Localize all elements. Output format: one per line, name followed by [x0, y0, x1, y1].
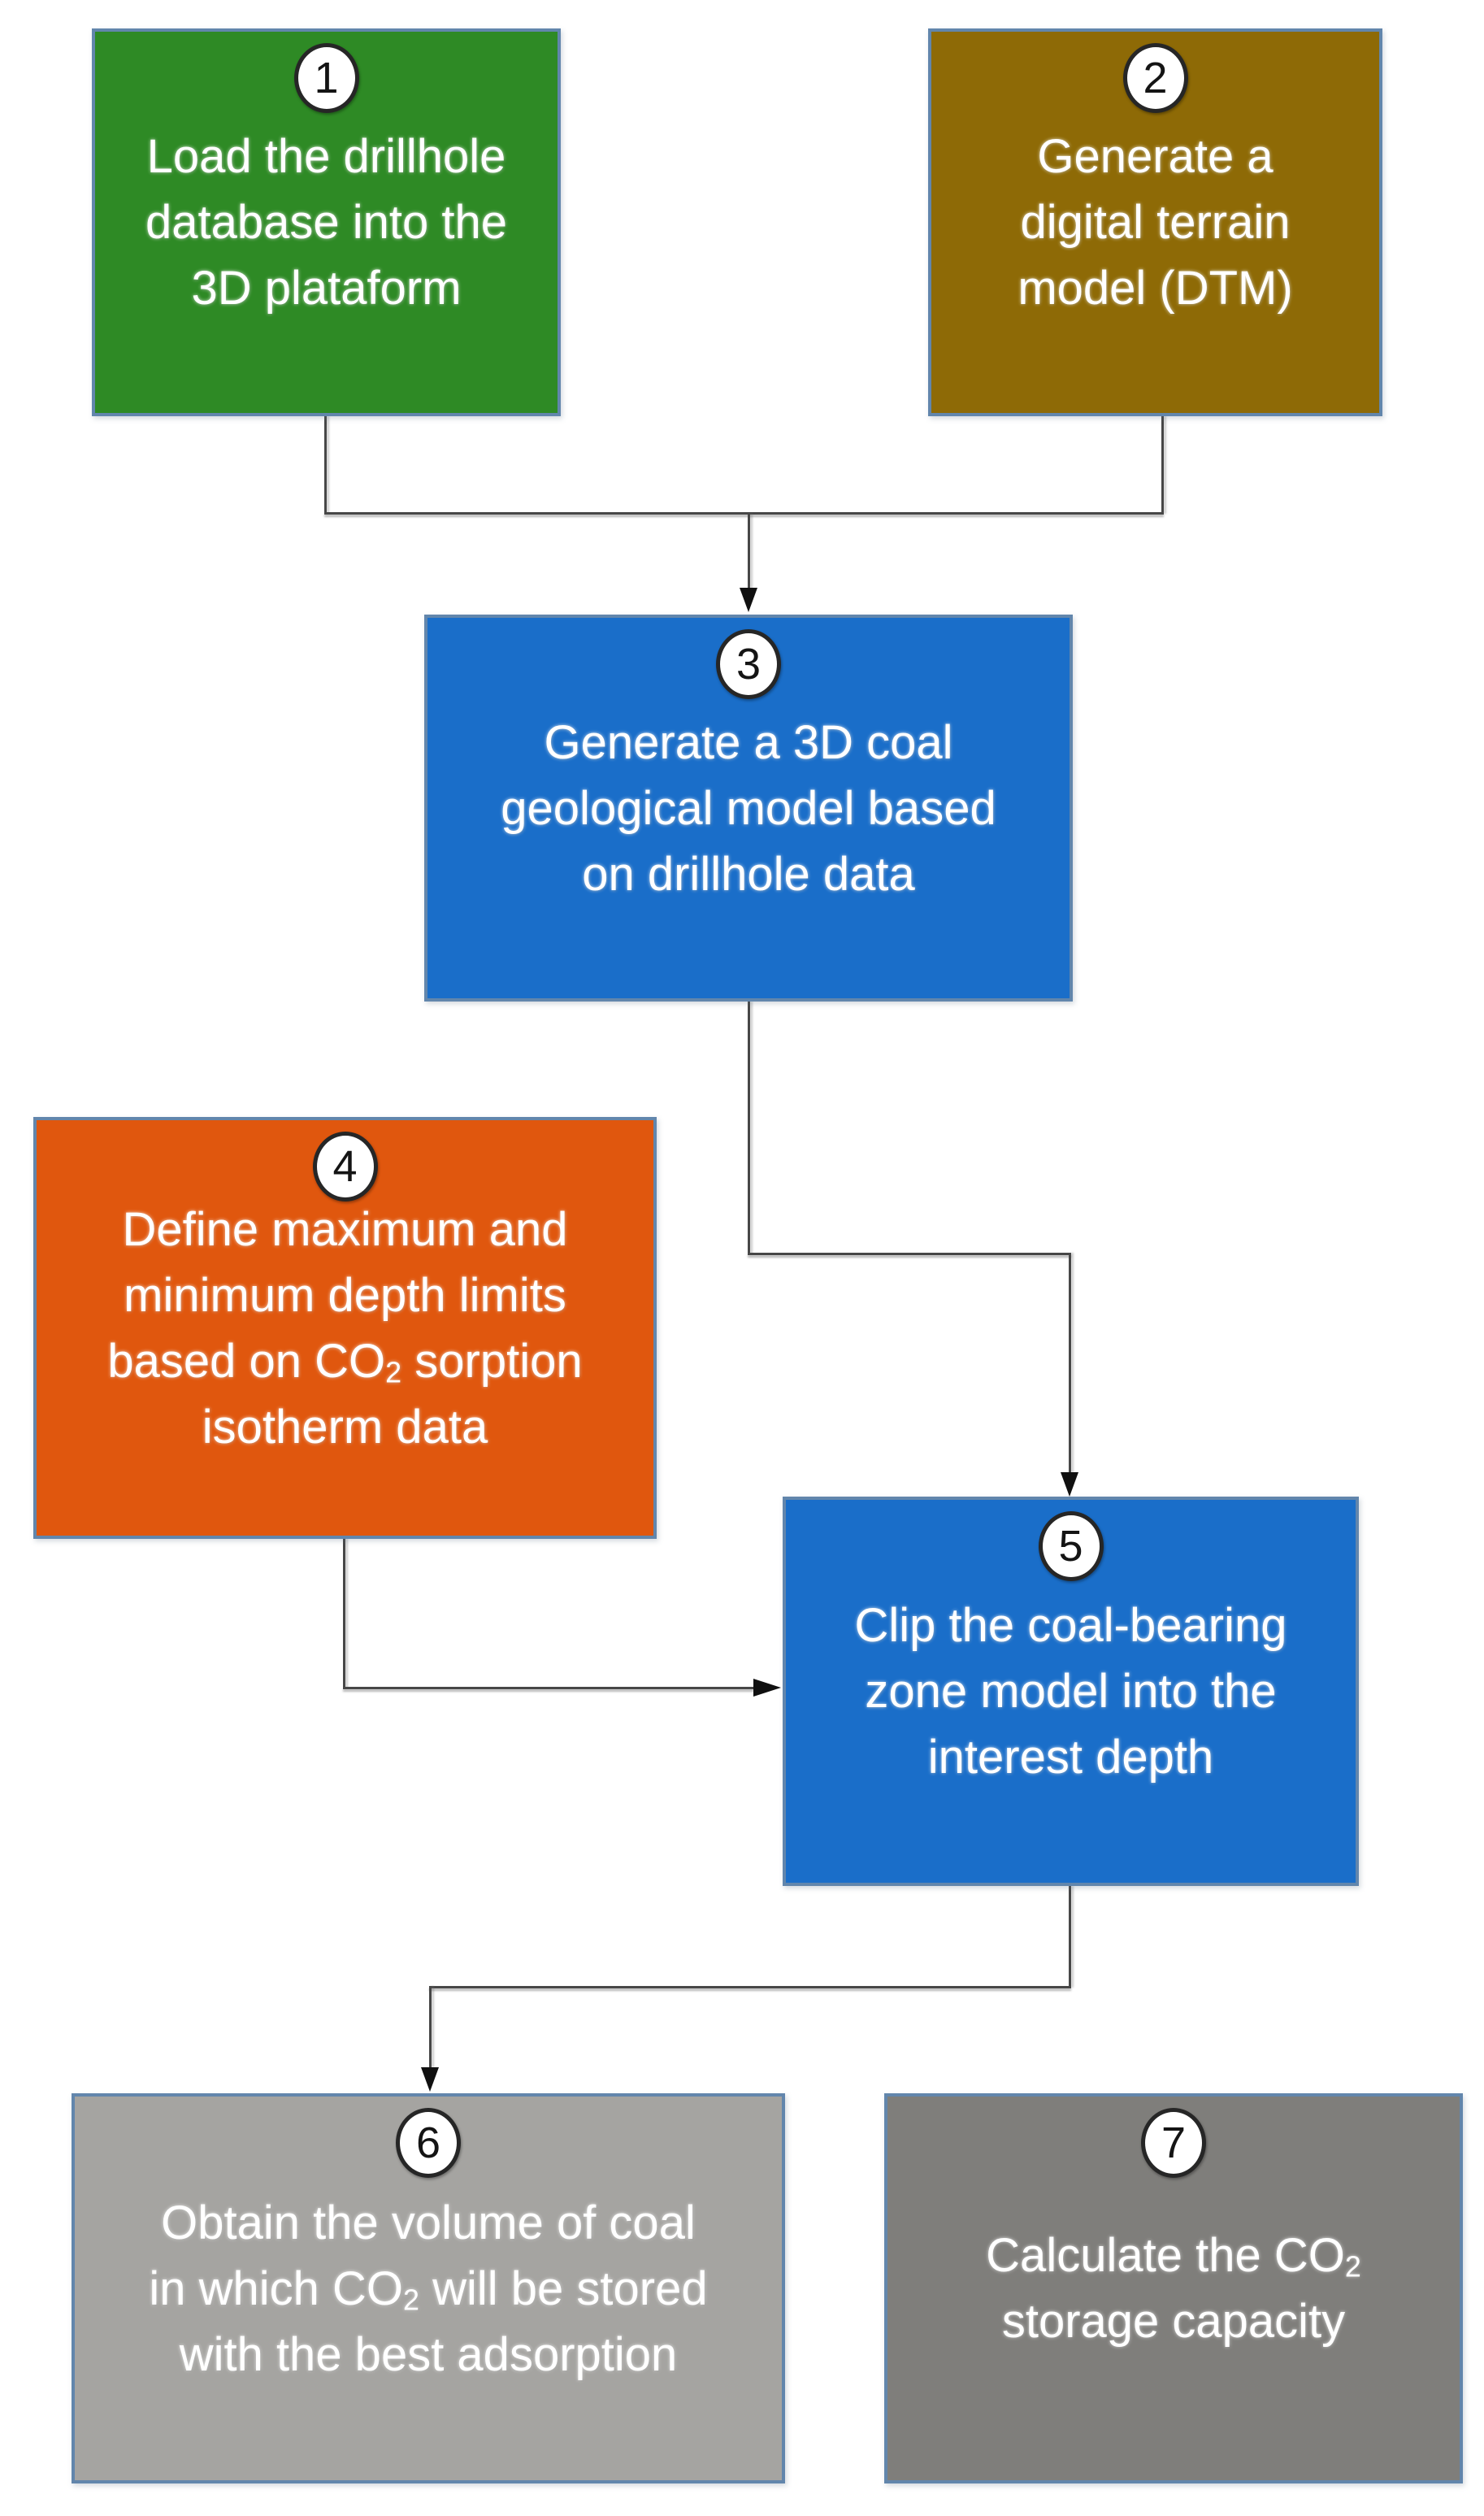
- connector-step3-down: [748, 1002, 750, 1254]
- arrowhead-into-step5-top: [1061, 1472, 1078, 1497]
- connector-step4-to-step5-horizontal: [343, 1687, 753, 1689]
- connector-into-step5-top: [1069, 1253, 1071, 1472]
- connector-step2-down: [1161, 416, 1164, 514]
- connector-merge-horizontal: [324, 512, 1164, 515]
- step-number-badge: 4: [312, 1132, 378, 1202]
- connector-step4-down: [343, 1539, 345, 1688]
- arrowhead-into-step5-left: [753, 1679, 781, 1697]
- step-number-badge: 1: [293, 43, 359, 113]
- step-number-badge: 6: [396, 2108, 461, 2178]
- connector-step3-to-step5-horizontal: [748, 1253, 1071, 1255]
- connector-into-step3: [748, 514, 750, 589]
- connector-step5-to-step6-horizontal: [429, 1986, 1071, 1988]
- arrowhead-into-step3: [740, 588, 757, 612]
- step-number-badge: 7: [1141, 2108, 1206, 2178]
- step-number-badge: 3: [716, 629, 781, 699]
- step-number-badge: 2: [1122, 43, 1188, 113]
- connector-step5-down: [1069, 1886, 1071, 1988]
- connector-into-step6: [429, 1986, 432, 2067]
- arrowhead-into-step6: [421, 2067, 439, 2092]
- step-number-badge: 5: [1038, 1511, 1104, 1581]
- connector-step1-down: [324, 416, 327, 514]
